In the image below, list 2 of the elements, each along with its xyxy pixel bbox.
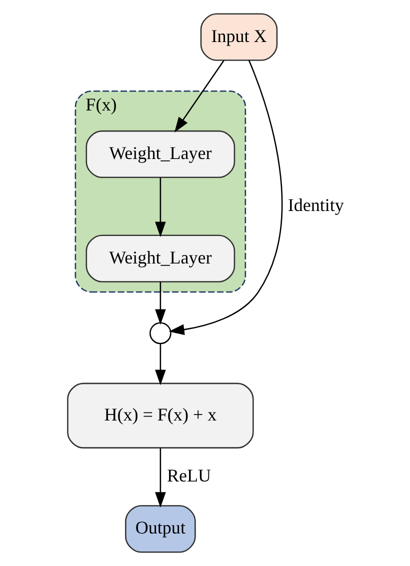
edge-label: ReLU <box>166 466 211 486</box>
edge-label: Identity <box>287 195 344 216</box>
